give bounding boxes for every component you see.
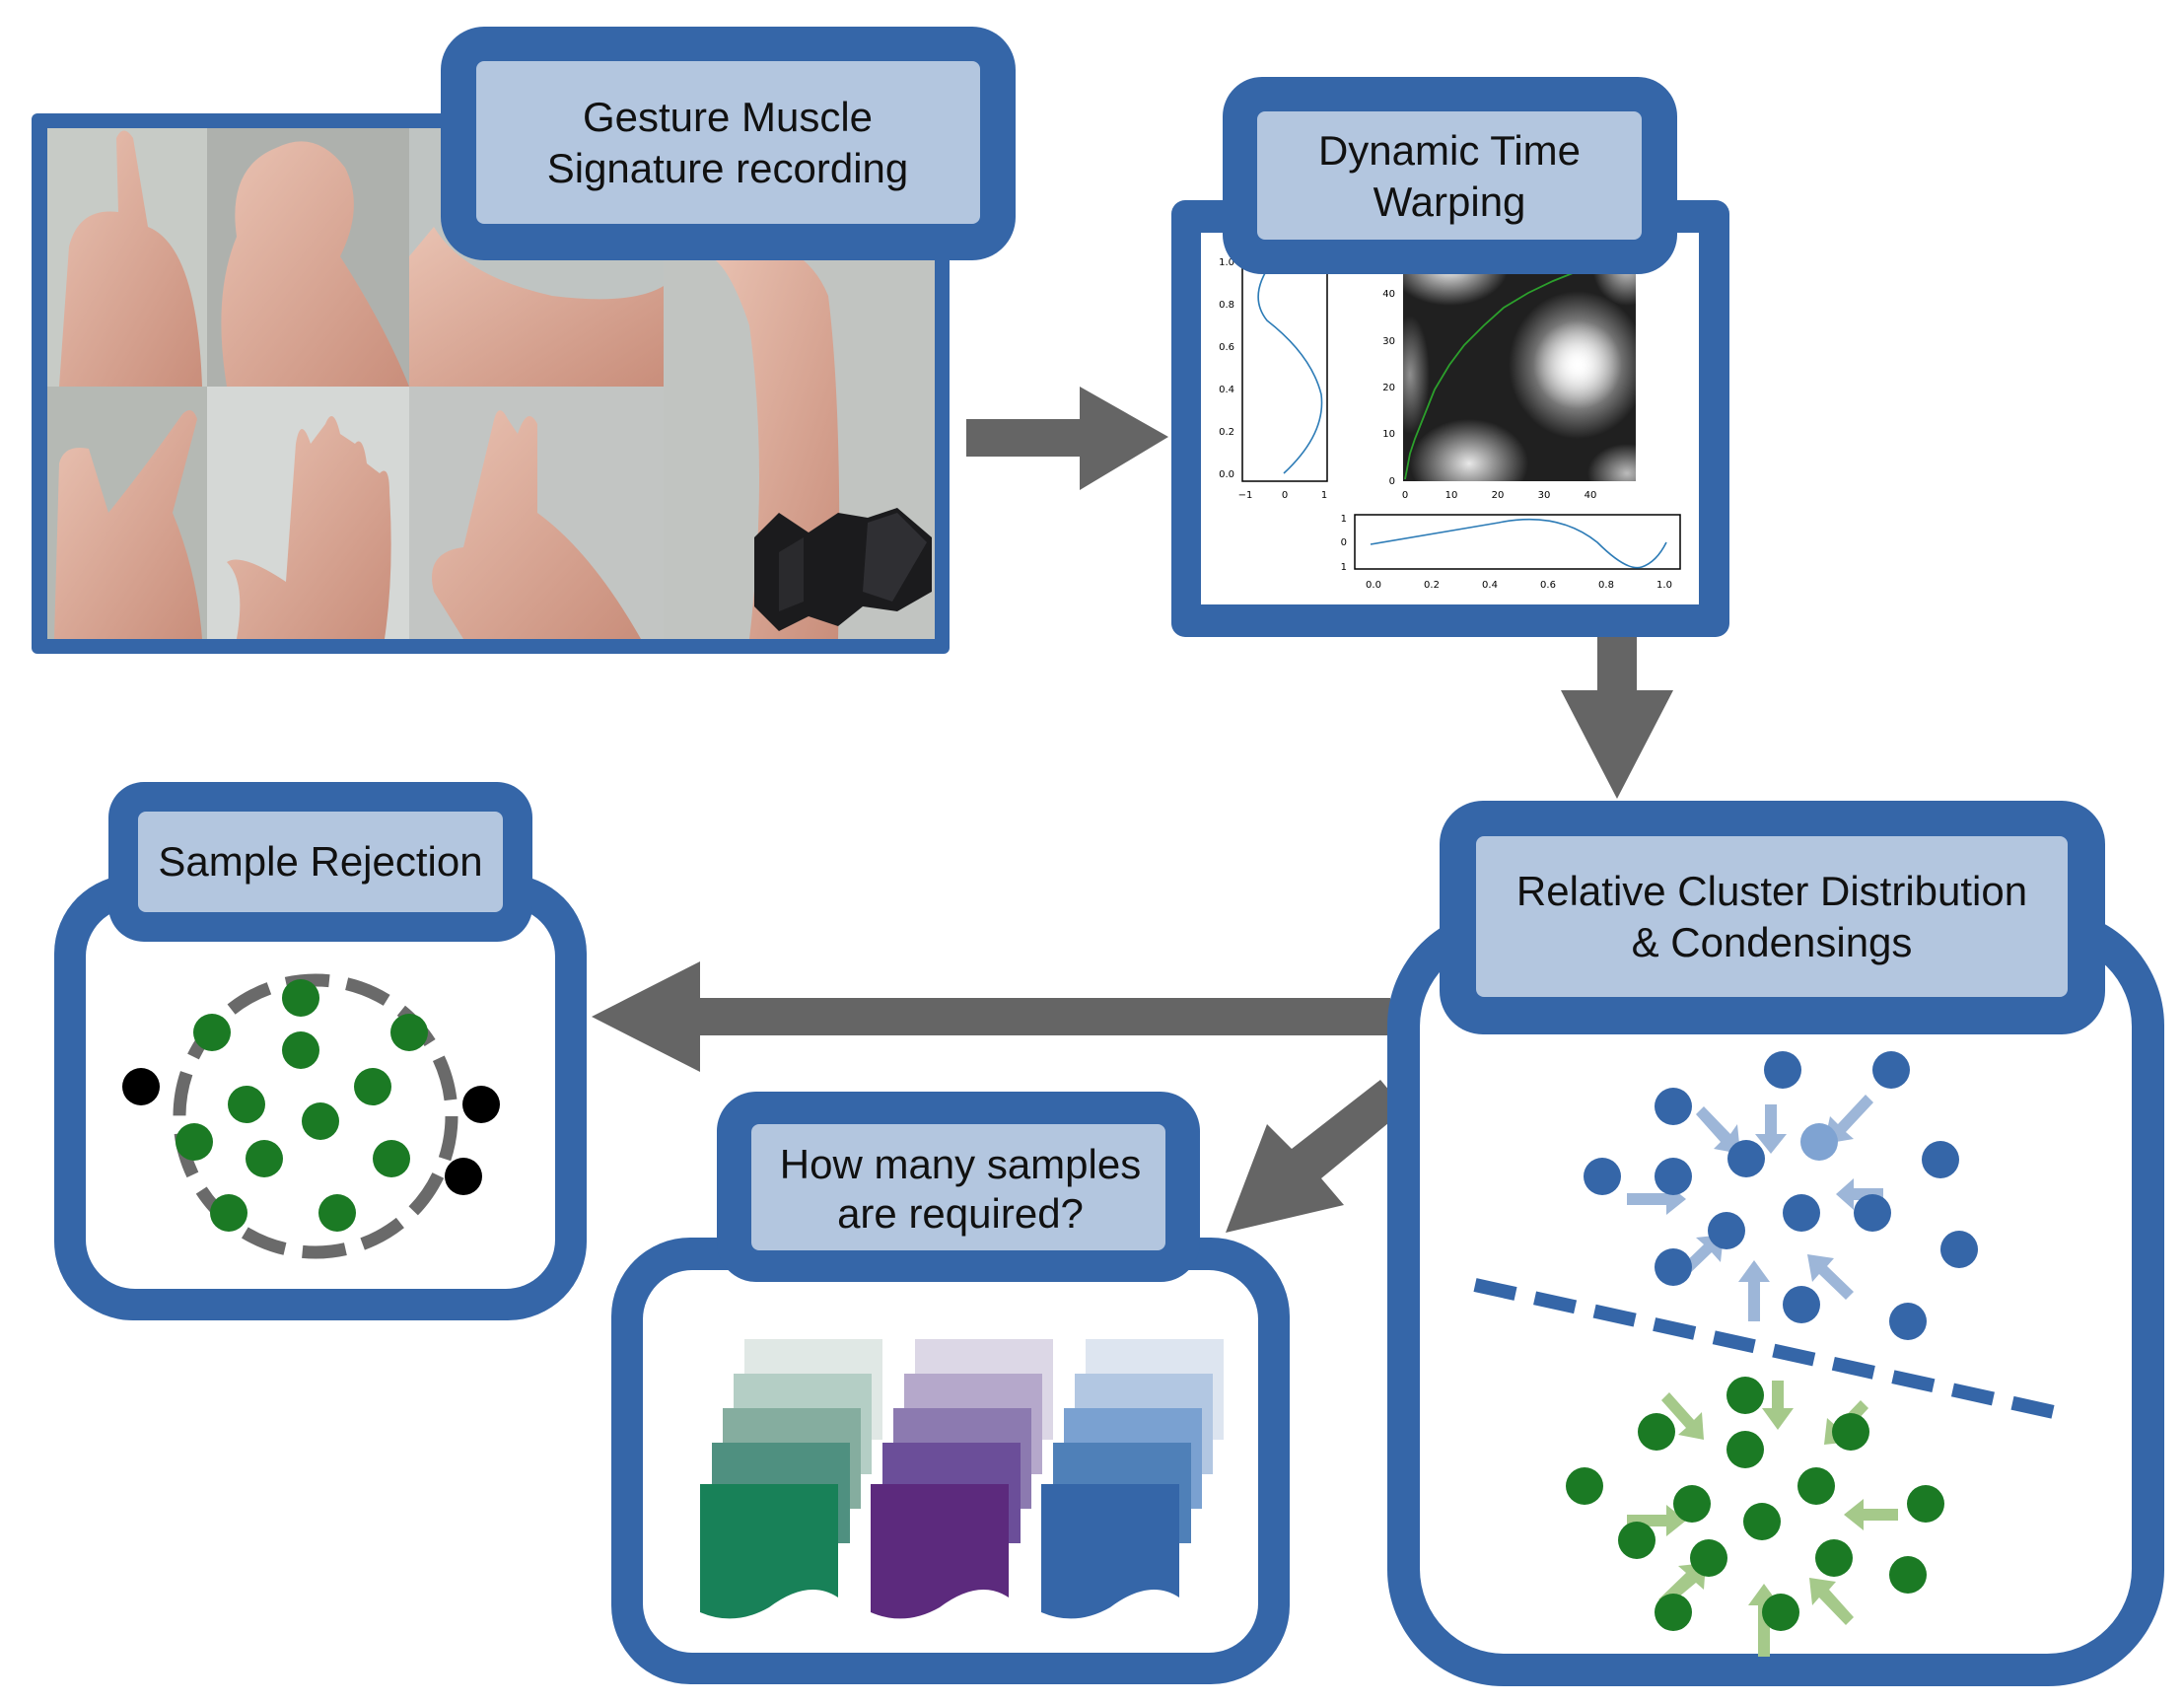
cluster-dot: [1566, 1377, 1944, 1631]
dtw-bottom-xtick: 0.2: [1424, 580, 1440, 591]
dtw-bottom-xtick: 0.0: [1366, 580, 1381, 591]
dtw-bottom-ytick: 1: [1341, 562, 1347, 573]
dtw-title-line1: Dynamic Time: [1318, 127, 1581, 174]
dtw-bottom-xtick: 1.0: [1656, 580, 1672, 591]
dtw-left-ytick: 0.6: [1219, 342, 1234, 353]
dtw-matrix-ytick: 10: [1382, 429, 1395, 440]
rejection-title: Sample Rejection: [158, 838, 482, 885]
gesture-title-line2: Signature recording: [547, 145, 909, 191]
dtw-matrix-ytick: 30: [1382, 336, 1395, 347]
rejection-box: Sample Rejection: [54, 782, 587, 1320]
dtw-left-ytick: 1.0: [1219, 257, 1234, 268]
rejected-sample-dot: [122, 1068, 500, 1195]
blue-cluster: [1584, 1051, 1978, 1340]
dtw-left-xtick: 0: [1282, 490, 1288, 501]
dtw-box: 0.0 0.2 0.4 0.6 0.8 1.0 −1 0 1 0: [1171, 77, 1729, 637]
flow-arrows: [592, 387, 1673, 1233]
cluster-dot: [1584, 1051, 1978, 1340]
dtw-left-ytick: 0.0: [1219, 469, 1234, 480]
green-cluster: [1566, 1377, 1944, 1657]
samples-box: How many samples are required?: [611, 1092, 1290, 1684]
myo-armband-icon: [754, 508, 932, 631]
gesture-title-line1: Gesture Muscle: [583, 94, 873, 140]
arrow-cluster-to-samples: [1226, 1080, 1405, 1233]
dtw-matrix-xtick: 0: [1402, 490, 1408, 501]
cluster-title-line1: Relative Cluster Distribution: [1516, 868, 2027, 914]
dtw-bottom-xtick: 0.4: [1482, 580, 1498, 591]
dtw-bottom-ytick: 1: [1341, 514, 1347, 525]
dtw-left-ytick: 0.8: [1219, 300, 1234, 311]
dtw-bottom-xtick: 0.8: [1598, 580, 1614, 591]
dtw-matrix-xtick: 10: [1445, 490, 1458, 501]
dtw-left-xtick: 1: [1321, 490, 1327, 501]
dtw-cost-matrix: 0 10 20 30 40 0 10 20 30 40: [1382, 261, 1636, 501]
dtw-left-ytick: 0.2: [1219, 427, 1234, 438]
dtw-matrix-xtick: 20: [1492, 490, 1505, 501]
arrow-cluster-to-rejection: [592, 961, 1390, 1072]
dtw-left-ytick: 0.4: [1219, 385, 1234, 395]
dtw-bottom-xtick: 0.6: [1540, 580, 1556, 591]
document-stack-icon: [700, 1339, 1224, 1619]
accepted-sample-dot: [176, 979, 428, 1232]
dtw-matrix-ytick: 40: [1382, 289, 1395, 300]
dtw-matrix-ytick: 0: [1389, 476, 1395, 487]
cluster-box: Relative Cluster Distribution & Condensi…: [1387, 801, 2164, 1686]
samples-title-line1: How many samples: [780, 1141, 1141, 1187]
dtw-title-line2: Warping: [1374, 178, 1526, 225]
dtw-bottom-ytick: 0: [1341, 537, 1347, 548]
acceptance-ring: [173, 973, 458, 1259]
dtw-matrix-xtick: 40: [1585, 490, 1597, 501]
arrow-dtw-to-cluster: [1561, 636, 1673, 799]
gesture-box: Gesture Muscle Signature recording: [32, 27, 1016, 654]
decision-boundary: [1473, 1278, 2056, 1419]
dtw-bottom-plot: 1 0 1 0.0 0.2 0.4 0.6 0.8 1.0: [1341, 514, 1681, 591]
samples-title-line2: are required?: [837, 1190, 1084, 1237]
cluster-center-dot: [1800, 1123, 1838, 1161]
cluster-title-line2: & Condensings: [1632, 919, 1913, 965]
dtw-matrix-xtick: 30: [1538, 490, 1551, 501]
dtw-left-xtick: −1: [1238, 490, 1253, 501]
arrow-gesture-to-dtw: [966, 387, 1168, 490]
dtw-matrix-ytick: 20: [1382, 383, 1395, 393]
